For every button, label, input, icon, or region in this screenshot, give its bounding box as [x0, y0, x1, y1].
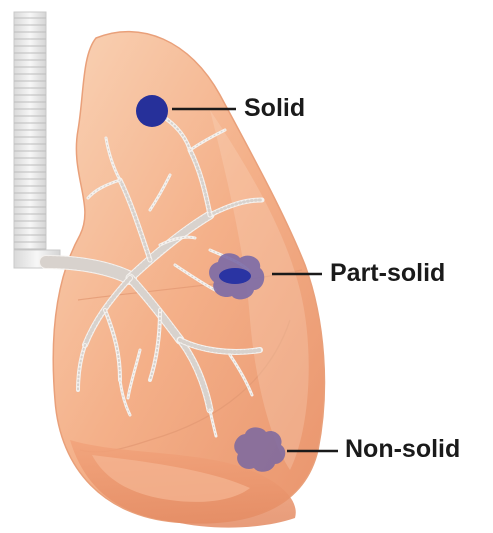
solid-label: Solid [244, 96, 305, 121]
non-solid-label: Non-solid [345, 437, 460, 462]
solid-nodule [136, 95, 168, 127]
trachea [14, 12, 60, 268]
part-solid-label: Part-solid [330, 261, 445, 286]
